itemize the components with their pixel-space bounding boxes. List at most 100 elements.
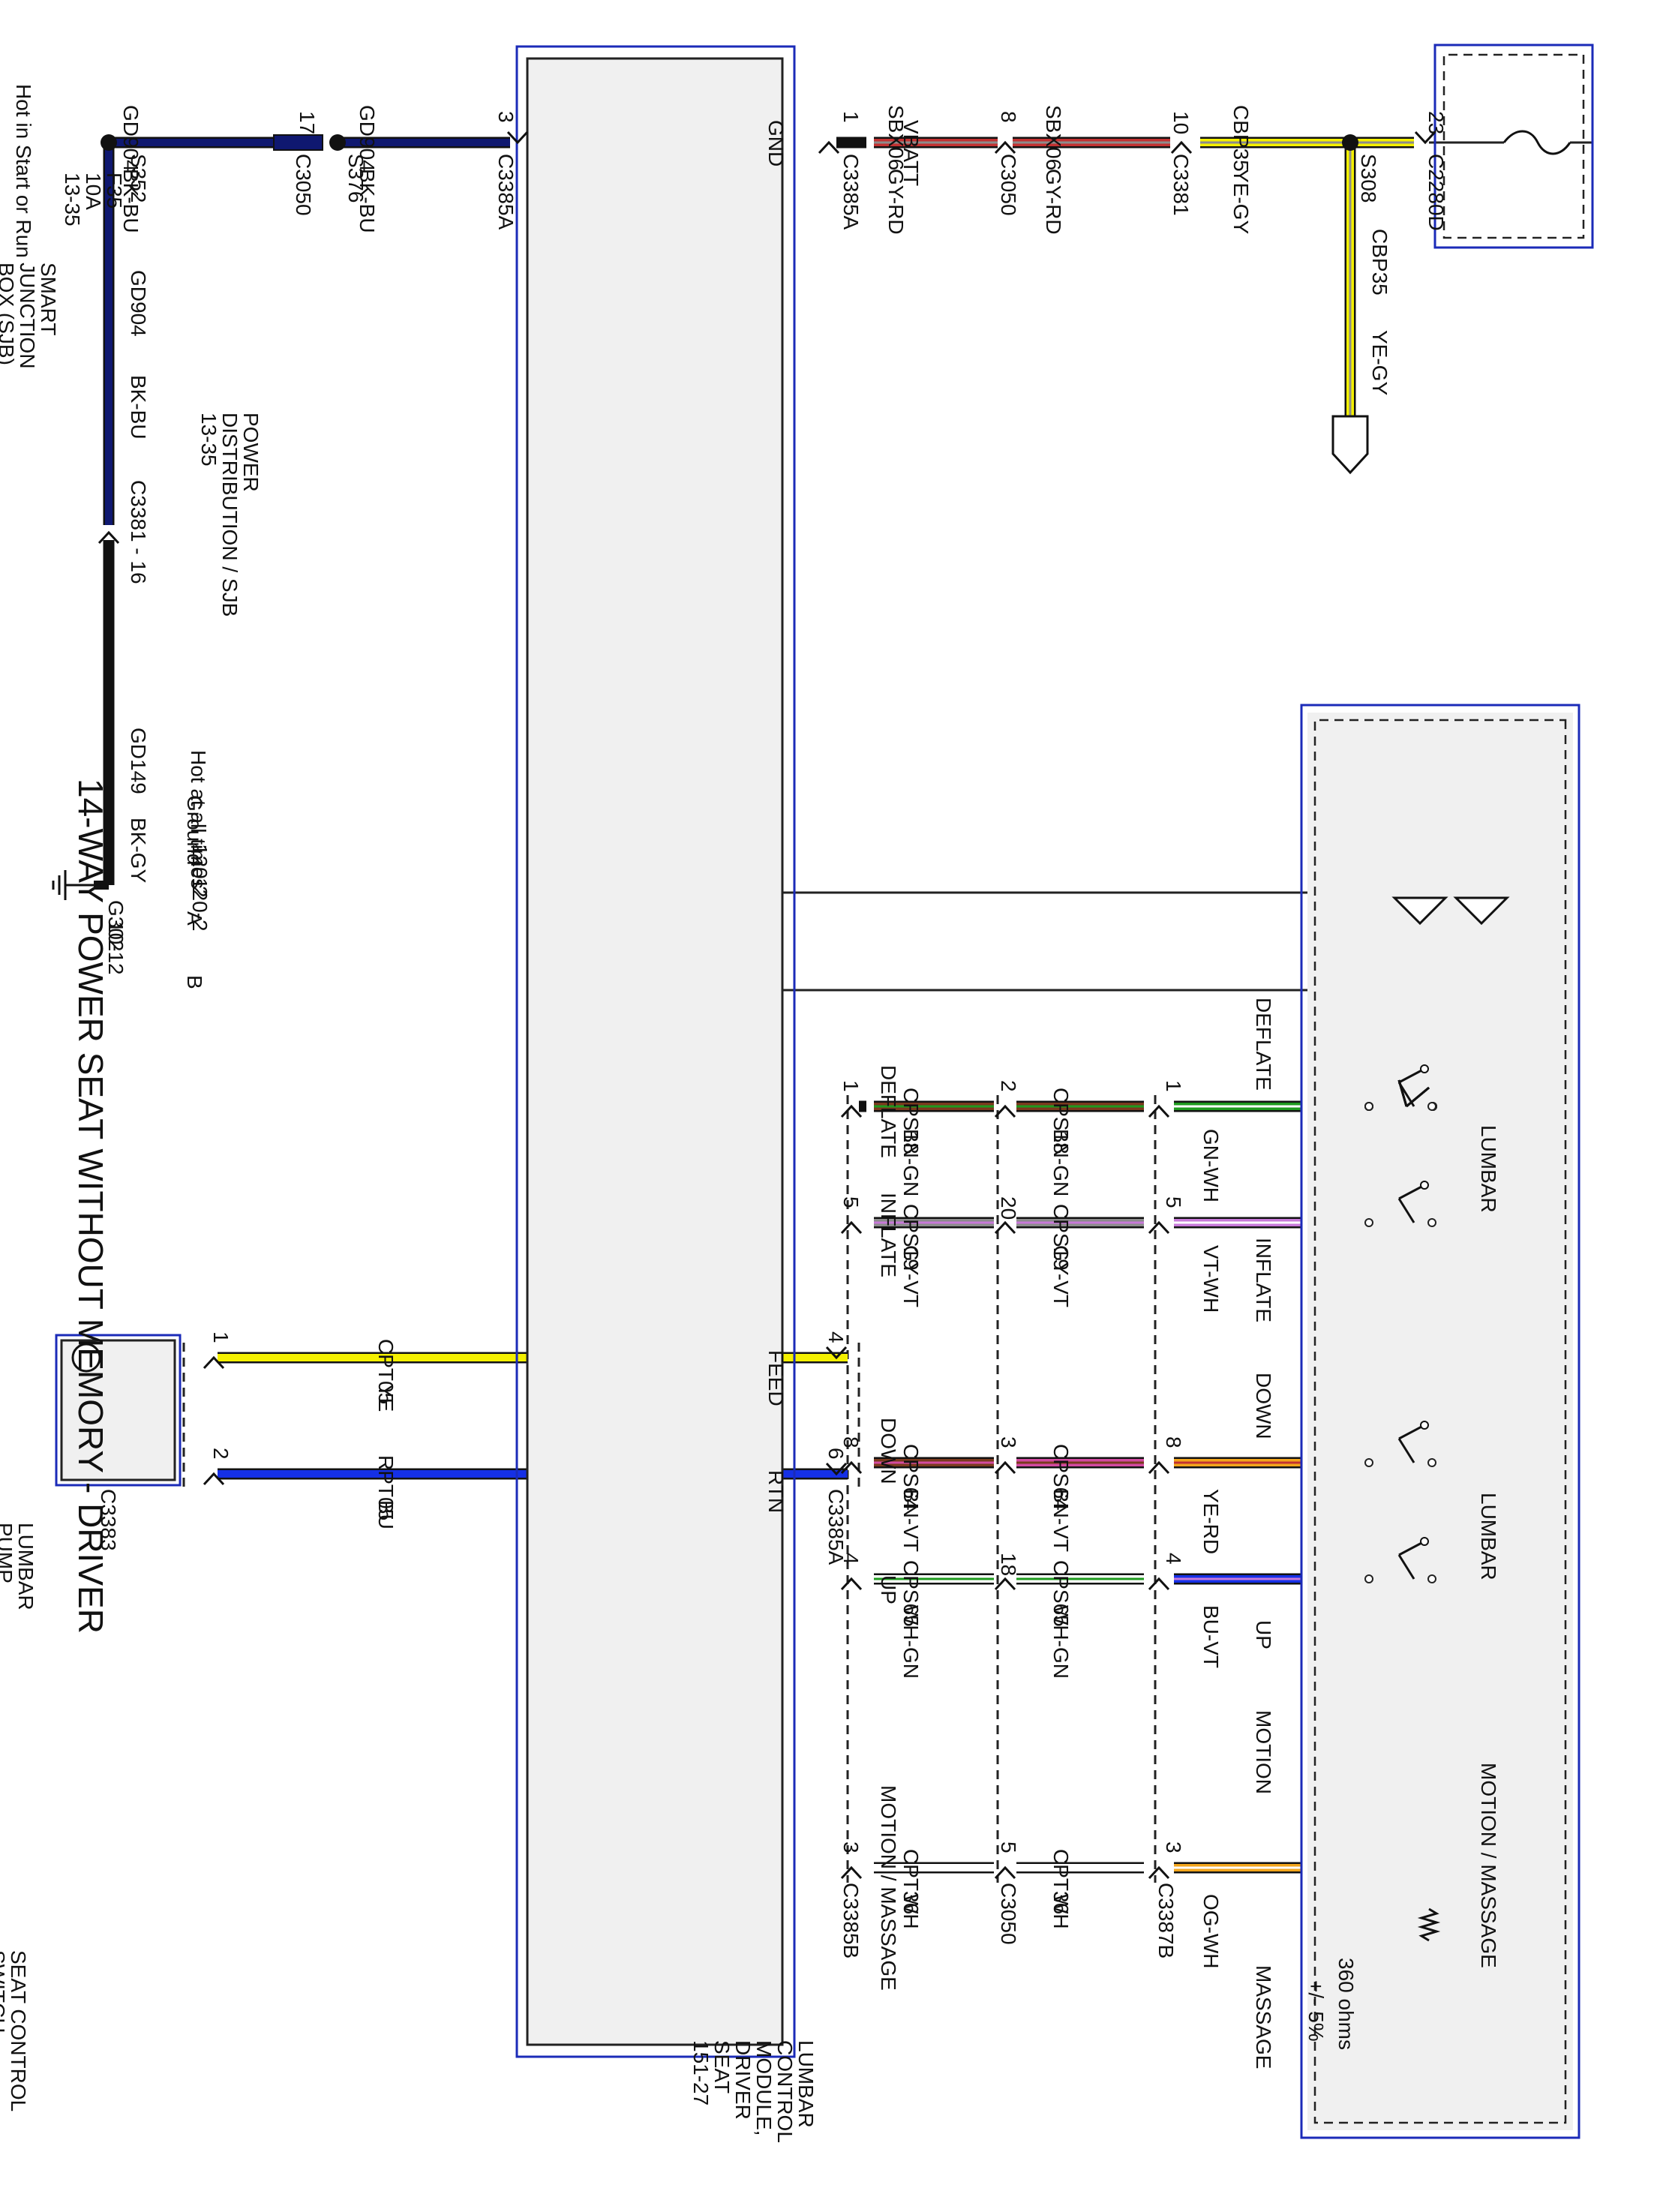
pin-8-down-sw: 8 [1162,1436,1185,1448]
pin-17: 17 [296,111,319,134]
vbatt-chevron [818,140,840,155]
cps19-label-2: CPS19 [1049,1204,1073,1271]
gy-vt-label-1: GY-VT [899,1245,923,1307]
power-distribution-label-line: POWER [239,413,263,492]
gd904-label-2: GD904 [356,105,379,172]
pump-motor-icon [71,1343,101,1373]
pin-1-vbatt: 1 [839,111,863,123]
resistor-tolerance-label: +/- 5% [1304,1980,1328,2042]
inflate-chev-3 [1148,1220,1170,1235]
switch-name-line: SEAT CONTROL [7,1950,30,2111]
splice-s308 [1342,134,1358,151]
switch-blade-1 [1397,1184,1425,1223]
s376-label: S376 [344,154,368,203]
seat-control-switch [1307,713,1573,2130]
pin-4-up: 4 [839,1553,863,1565]
ref-a-triangle [1453,896,1510,926]
pin-23: 23 [1424,111,1448,134]
deflate-chev-module [840,1104,863,1118]
module-outer-box [515,45,796,2058]
fuse-label-line: 10A [82,173,105,210]
bk-bu-label-1: BK-BU [119,169,143,233]
bn-gn-label-2: BN-GN [1049,1129,1073,1196]
switch-motion-massage-label: MOTION / MASSAGE [1477,1763,1500,1968]
wh-label-1: WH [899,1894,923,1929]
c3381-16-label: C3381 - 16 [127,480,150,584]
lumbar-label-2: LUMBAR [1477,1493,1500,1580]
switch-massage-label: MASSAGE [1252,1965,1275,2069]
switch-blade-0 [1397,1067,1425,1107]
bk-bu-label-2: BK-BU [356,169,379,233]
inflate-chev-1 [994,1220,1016,1235]
pump-name-line: PUMP, [0,1523,17,1586]
rpt05-label: RPT05 [374,1455,398,1520]
switch-dot-a-3 [1364,1574,1373,1583]
cbp35-label-1: CBP35 [1229,105,1253,172]
down-chev-3 [1148,1460,1170,1475]
inflate-label: INFLATE [877,1193,900,1277]
deflate-chev-4 [1148,1104,1170,1118]
ground-label: Ground [183,795,206,865]
gy-vt-label-2: GY-VT [1049,1245,1073,1307]
pin-3-motion: 3 [839,1841,863,1853]
sjb-name-line: BOX (SJB) [0,263,18,365]
cps64-label-1: CPS64 [899,1444,923,1511]
gd904-label-1: GD904 [119,105,143,172]
page-title: 14-WAY POWER SEAT WITHOUT MEMORY - DRIVE… [71,779,110,1634]
switch-blade-3 [1397,1540,1425,1580]
connector-c3050-gnd [273,134,323,151]
pump-rtn-chev [203,1472,225,1486]
switch-dot-b-0 [1427,1102,1436,1111]
switch-pivot-0 [1420,1064,1429,1073]
switch-dot-a-1 [1364,1218,1373,1227]
switch-blade-2 [1397,1424,1425,1463]
switch-pivot-3 [1420,1537,1429,1546]
ye-rd-label: YE-RD [1199,1489,1223,1554]
rtn-chev [825,1462,848,1476]
bn-gn-label-1: BN-GN [899,1129,923,1196]
cpt36-label-2: CPT36 [1049,1849,1073,1914]
module-name-line: CONTROL [773,2040,797,2143]
pump-feed-chev [203,1355,225,1370]
gy-rd-label-2: GY-RD [1042,169,1065,235]
bu-label: BU [374,1500,398,1529]
power-distribution-arrow [1331,415,1369,475]
power-distribution-label-line: DISTRIBUTION / SJB [218,413,242,617]
switch-dot-b-2 [1427,1458,1436,1467]
sjb-dashed-border [1442,53,1585,239]
cps18-label-2: CPS18 [1049,1088,1073,1154]
pin-1-deflate-sw: 1 [1162,1080,1185,1092]
cps65-label-2: CPS65 [1049,1560,1073,1627]
lumbar-pump [60,1339,176,1481]
switch-outer-box [1300,704,1580,2139]
switch-dot-b-3 [1427,1574,1436,1583]
switch-deflate-label: DEFLATE [1252,998,1275,1091]
c2280d-chevron [1414,131,1436,145]
rtn-label: RTN [764,1470,788,1513]
gd149-label: GD149 [127,728,150,794]
c3385b-label: C3385B [839,1883,863,1958]
pin-5-motion: 5 [997,1841,1020,1853]
cps19-label-1: CPS19 [899,1204,923,1271]
switch-pivot-2 [1420,1421,1429,1430]
switch-down-label: DOWN [1252,1373,1275,1439]
pin-8-down: 8 [839,1436,863,1448]
pin-5-inflate-sw: 5 [1162,1196,1185,1208]
module-name-line: SEAT [710,2040,734,2093]
feed-label: FEED [764,1350,788,1406]
cps64-label-2: CPS64 [1049,1444,1073,1511]
vbatt-label: VBATT [899,120,923,186]
ye-label: YE [374,1384,398,1412]
c3050-label-3: C3050 [997,1883,1020,1945]
motion-chev-module [840,1865,863,1880]
down-chev-1 [994,1460,1016,1475]
gd904-label-3: GD904 [127,270,150,337]
c3383-label: C3383 [97,1489,120,1551]
pin-3-down: 3 [997,1436,1020,1448]
hot-start-run-label: Hot in Start or Run [12,84,35,258]
fuse-label-line: F35 [103,173,126,209]
resistor-value-label: 360 ohms [1334,1958,1358,2050]
sjb-name-line: SMART [37,263,60,336]
down-label: DOWN [877,1418,900,1484]
g302-label: G302 [104,900,128,952]
